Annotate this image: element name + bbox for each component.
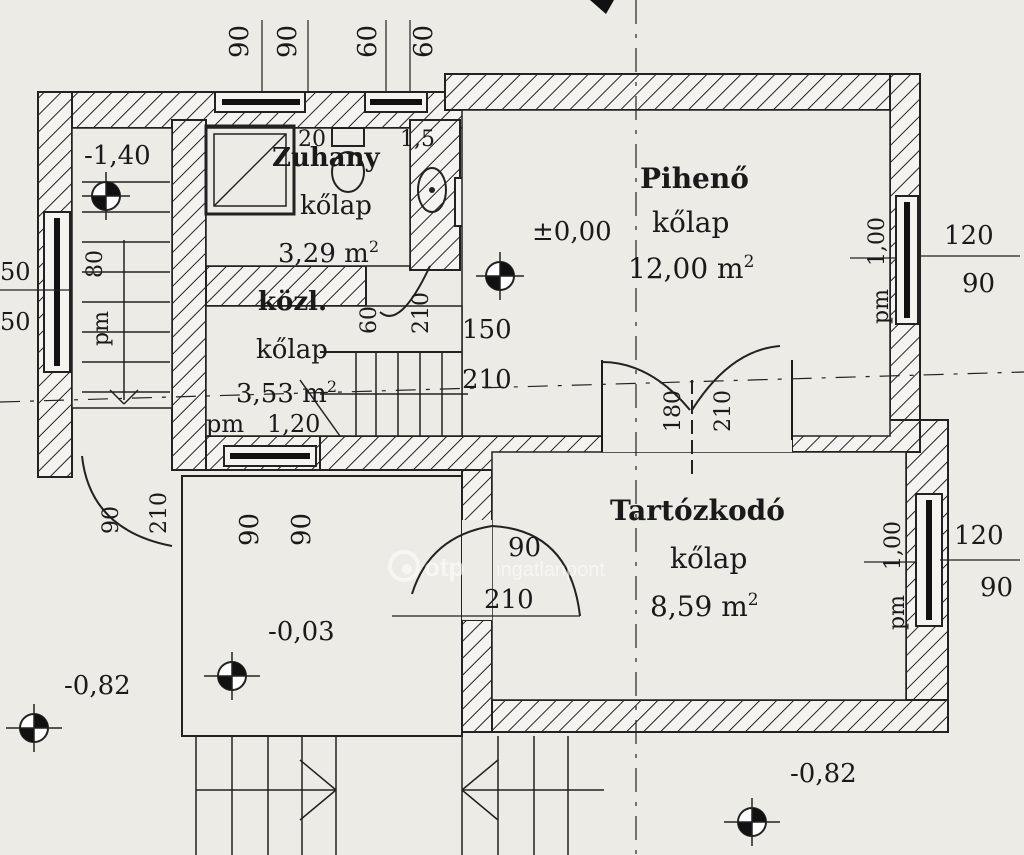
floor-material: kőlap bbox=[670, 542, 747, 575]
room-tartozkodo: Tartózkodó kőlap 8,59 m2 bbox=[610, 494, 785, 623]
level-stair-top: -1,40 bbox=[84, 141, 151, 171]
dim-label: 60 bbox=[357, 306, 382, 334]
dim-label: 80 bbox=[83, 250, 108, 278]
room-area: 3,53 m2 bbox=[236, 377, 337, 409]
bath-fixtures bbox=[204, 124, 447, 216]
north-arrow-icon bbox=[590, 0, 614, 14]
dimensions: 90 90 60 60 20 1,5 50 50 80 pm 60 210 15… bbox=[0, 25, 1013, 630]
dim-label: 210 bbox=[484, 585, 534, 615]
level-entry: -0,03 bbox=[268, 617, 335, 647]
dim-label: 90 bbox=[508, 533, 541, 563]
dim-label: 60 bbox=[409, 25, 439, 58]
level-marker-icon bbox=[6, 704, 62, 752]
room-name: közl. bbox=[258, 287, 327, 317]
dim-label: 180 bbox=[661, 390, 686, 432]
dim-label: pm bbox=[885, 595, 910, 630]
dim-label: 210 bbox=[409, 292, 434, 334]
dim-label: 90 bbox=[287, 513, 317, 546]
level-marker-icon bbox=[82, 172, 130, 220]
dim-label: 210 bbox=[462, 365, 512, 395]
dim-label: 1,5 bbox=[400, 127, 435, 152]
level-marker-icon bbox=[724, 798, 780, 846]
windows bbox=[43, 91, 943, 627]
level-marker-icon bbox=[204, 652, 260, 700]
dim-label: 50 bbox=[0, 258, 31, 286]
floor-material: kőlap bbox=[256, 335, 328, 365]
level-markers bbox=[6, 172, 780, 846]
room-name: Tartózkodó bbox=[610, 494, 785, 527]
level-main: ±0,00 bbox=[532, 217, 612, 247]
otp-logo-icon bbox=[388, 550, 420, 582]
room-piheno: Pihenő kőlap 12,00 m2 bbox=[628, 162, 754, 285]
dim-label: 50 bbox=[0, 308, 31, 336]
room-name: Zuhany bbox=[272, 143, 381, 173]
sink bbox=[417, 167, 447, 213]
room-area: 8,59 m2 bbox=[650, 590, 759, 623]
level-marker-icon bbox=[476, 252, 524, 300]
dim-label: 60 bbox=[353, 25, 383, 58]
room-area: 3,29 m2 bbox=[278, 237, 379, 269]
door-swings bbox=[81, 265, 781, 617]
watermark-brand: ingatlanpont bbox=[496, 559, 605, 581]
dim-label: 210 bbox=[147, 492, 172, 534]
floor-material: kőlap bbox=[300, 191, 372, 221]
dim-label: pm bbox=[869, 289, 894, 324]
dim-label: 150 bbox=[462, 315, 512, 345]
stairs bbox=[82, 181, 604, 855]
dim-label: 1,00 bbox=[881, 521, 906, 570]
dim-label: pm bbox=[89, 311, 114, 346]
dim-label: 90 bbox=[235, 513, 265, 546]
floor-material: kőlap bbox=[652, 206, 729, 239]
dim-label: 90 bbox=[962, 269, 995, 299]
dim-label: pm 1,20 bbox=[206, 410, 320, 438]
wall-top-right bbox=[444, 73, 919, 111]
shower-tray bbox=[204, 124, 296, 216]
dim-label: 90 bbox=[980, 573, 1013, 603]
wall-tart-left2 bbox=[461, 619, 493, 733]
dim-label: 90 bbox=[99, 506, 124, 534]
dim-label: 20 bbox=[298, 127, 326, 152]
room-area: 12,00 m2 bbox=[628, 252, 754, 285]
wall-stair-inner bbox=[171, 119, 207, 471]
door-openings bbox=[462, 360, 793, 620]
dim-label: 90 bbox=[225, 25, 255, 58]
room-kozl: közl. kőlap 3,53 m2 bbox=[236, 287, 337, 409]
level-outside-bottom: -0,82 bbox=[790, 759, 857, 789]
dim-label: 120 bbox=[944, 221, 994, 251]
room-zuhany: Zuhany kőlap 3,29 m2 bbox=[272, 143, 381, 269]
watermark: otp ingatlanpont bbox=[388, 550, 605, 582]
toilet bbox=[331, 151, 365, 193]
dim-label: 1,00 bbox=[865, 217, 890, 266]
watermark-logo: otp bbox=[424, 552, 464, 582]
wall-bottom bbox=[461, 699, 949, 733]
dim-label: 90 bbox=[273, 25, 303, 58]
level-outside-left: -0,82 bbox=[64, 671, 131, 701]
dim-label: 120 bbox=[954, 521, 1004, 551]
room-name: Pihenő bbox=[640, 162, 749, 195]
dim-label: 210 bbox=[711, 390, 736, 432]
